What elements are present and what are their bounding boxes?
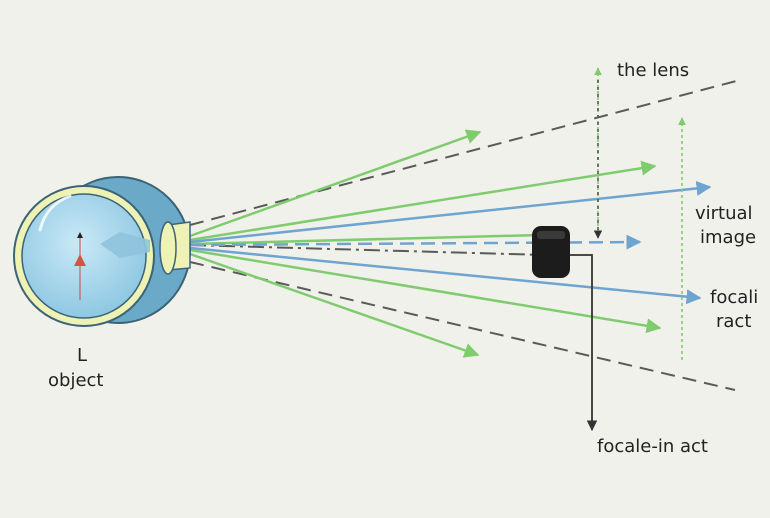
eye-icon <box>13 176 191 327</box>
label-virtual-image-line1: virtual <box>695 203 753 224</box>
lower-boundary-dashed-line <box>189 261 736 391</box>
green-ray <box>189 248 662 334</box>
label-focali-line2: ract <box>716 311 752 332</box>
axis-dash-dot-line <box>189 244 546 256</box>
green-ray <box>189 160 657 242</box>
device-highlight <box>537 231 565 239</box>
label-object: object <box>48 370 104 391</box>
focale-leader-line <box>566 254 598 432</box>
green-ray <box>189 252 480 358</box>
blue-dashed-ray <box>189 234 642 250</box>
label-virtual-image-line2: image <box>700 227 757 248</box>
blue-ray <box>189 180 712 244</box>
label-focale-in-act: focale-in act <box>597 436 708 457</box>
label-focali-line1: focali <box>710 287 759 308</box>
blue-ray <box>189 246 702 305</box>
green-ray <box>189 233 541 246</box>
label-the-lens: the lens <box>617 60 690 81</box>
label-object-letter: L <box>76 345 88 366</box>
green-ray <box>189 129 482 238</box>
upper-boundary-dashed-line <box>189 79 741 226</box>
